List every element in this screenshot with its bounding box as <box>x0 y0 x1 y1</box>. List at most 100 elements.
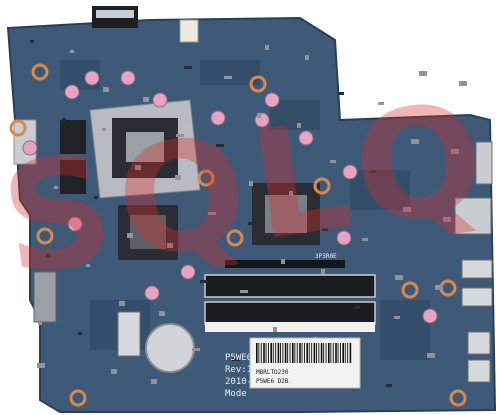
smd-part <box>151 379 157 384</box>
barcode-bar <box>325 343 327 363</box>
barcode-bar <box>311 343 313 363</box>
smd-part <box>265 45 269 50</box>
smd-part <box>289 191 293 196</box>
smd-part <box>370 170 376 173</box>
capacitor <box>64 84 80 100</box>
smd-part <box>37 363 45 368</box>
board-mode: Mode <box>225 389 247 399</box>
smd-part <box>86 264 90 267</box>
smd-part <box>411 139 419 144</box>
mounting-pad <box>9 119 27 137</box>
cmos-battery <box>145 323 195 373</box>
barcode-bar <box>340 343 341 363</box>
capacitor <box>336 230 352 246</box>
barcode-bar <box>272 343 274 363</box>
smd-part <box>192 348 200 351</box>
mounting-pads <box>9 63 467 407</box>
smd-part <box>297 123 301 128</box>
barcode-bar <box>313 343 316 363</box>
connector-pins <box>96 10 134 18</box>
chip-left-core <box>130 215 166 249</box>
smd-part <box>200 280 208 283</box>
barcode <box>256 343 352 363</box>
usb-port-2 <box>461 287 493 307</box>
barcode-bar <box>337 343 339 363</box>
board-model: P5WE6 <box>225 353 252 363</box>
capacitor <box>22 140 38 156</box>
mounting-pad <box>197 169 215 187</box>
smd-part <box>78 332 82 335</box>
barcode-bar <box>347 343 349 363</box>
mounting-pad <box>226 229 244 247</box>
smd-part <box>208 212 216 215</box>
memory-chip-1 <box>60 120 86 154</box>
capacitor <box>264 92 280 108</box>
barcode-bar <box>332 343 334 363</box>
barcode-bar <box>316 343 317 363</box>
barcode-bar <box>296 343 298 363</box>
board-year: 2010- <box>225 377 252 387</box>
slot-label-strip <box>205 322 375 332</box>
mounting-pad <box>449 389 467 407</box>
barcode-bar <box>289 343 291 363</box>
smd-part <box>443 217 451 222</box>
barcode-bar <box>328 343 330 363</box>
barcode-bar <box>256 343 258 363</box>
socket-label: 3P3R0E <box>315 253 337 260</box>
smd-part <box>249 181 253 186</box>
smd-part <box>354 306 360 309</box>
mounting-pad <box>69 389 87 407</box>
smd-part <box>167 243 173 248</box>
smd-part <box>30 40 34 43</box>
barcode-bar <box>287 343 289 363</box>
smd-part <box>46 254 50 257</box>
barcode-bar <box>275 343 277 363</box>
barcode-bar <box>342 343 344 363</box>
smd-part <box>459 81 467 86</box>
ram-slot-2 <box>204 301 376 325</box>
barcode-bar <box>284 343 287 363</box>
left-port-block <box>33 271 57 323</box>
audio-jack-1 <box>467 331 491 355</box>
smd-part <box>248 222 256 225</box>
barcode-bar <box>349 343 352 363</box>
smd-part <box>395 275 403 280</box>
capacitor <box>152 92 168 108</box>
smd-part <box>330 160 336 163</box>
barcode-bar <box>330 343 332 363</box>
smd-part <box>216 144 224 147</box>
sticker-line-2: P5WE6 D2B <box>256 378 289 385</box>
mounting-pad <box>249 75 267 93</box>
audio-jack-2 <box>467 359 491 383</box>
smd-part <box>176 134 184 137</box>
smd-part <box>103 87 109 92</box>
capacitor <box>210 110 226 126</box>
sticker-line-1: MBRLTO230 <box>256 369 289 376</box>
smd-part <box>184 66 192 69</box>
mounting-pad <box>313 177 331 195</box>
smd-part <box>102 128 106 131</box>
memory-chip-2 <box>60 160 86 194</box>
capacitor <box>144 285 160 301</box>
barcode-bar <box>308 343 310 363</box>
smd-part <box>451 149 459 154</box>
smd-part <box>419 71 427 76</box>
smd-part <box>175 175 181 180</box>
barcode-bar <box>299 343 301 363</box>
smd-part <box>224 76 232 79</box>
smd-part <box>338 92 344 95</box>
smd-part <box>119 301 125 306</box>
smd-part <box>273 327 277 332</box>
cpu-die-core <box>126 132 164 162</box>
smd-part <box>232 358 240 361</box>
capacitor <box>298 130 314 146</box>
barcode-bar <box>277 343 280 363</box>
capacitor <box>180 264 196 280</box>
smd-part <box>362 238 368 241</box>
barcode-bar <box>344 343 346 363</box>
smd-part <box>427 353 435 358</box>
barcode-bar <box>306 343 308 363</box>
barcode-bar <box>280 343 281 363</box>
top-small-connector <box>179 19 199 43</box>
